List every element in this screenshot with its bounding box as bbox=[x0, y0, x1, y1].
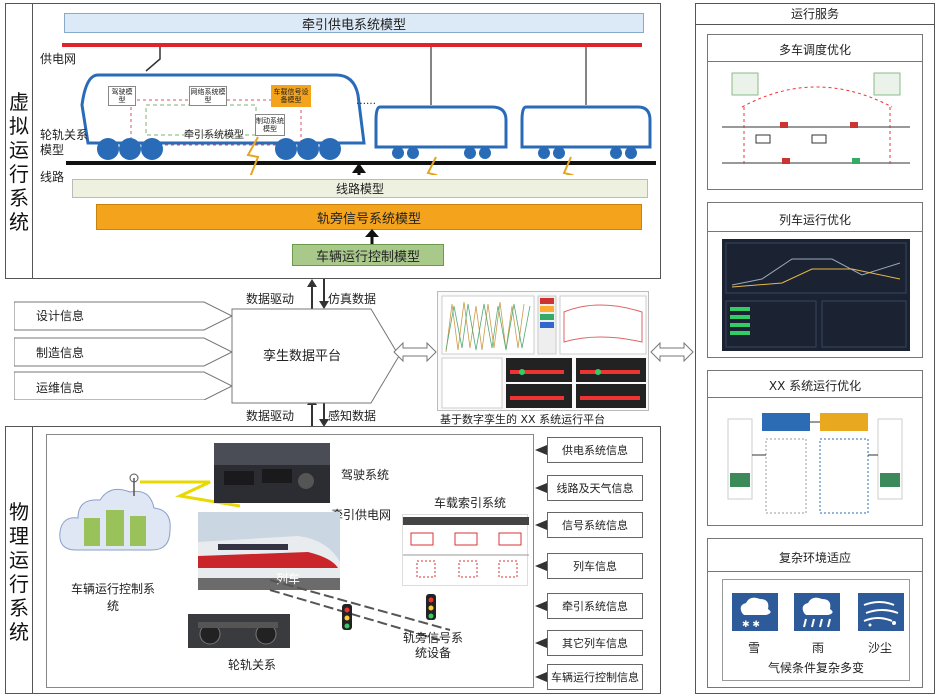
platform-screenshot-art bbox=[441, 295, 647, 409]
power-grid-label: 供电网 bbox=[40, 52, 77, 66]
info-other-trains: 其它列车信息 bbox=[547, 630, 643, 656]
complex-env-title-rule bbox=[708, 571, 922, 572]
wheel-rail-photo bbox=[188, 614, 290, 648]
input-design-info: 设计信息 bbox=[36, 309, 85, 323]
train-opt-screen bbox=[722, 239, 910, 351]
traction-model-label: 牵引系统模型 bbox=[184, 129, 244, 141]
network-model-box: 网络系统模型 bbox=[189, 86, 227, 106]
rain-icon-art bbox=[802, 597, 833, 628]
train-photo bbox=[198, 512, 340, 590]
wheel-rail-model-label: 轮轨关系模型 bbox=[40, 128, 89, 157]
train-opt-title: 列车运行优化 bbox=[778, 213, 851, 227]
train-label: 列车 bbox=[276, 572, 301, 586]
onboard-signal-model-box: 车载信号设备模型 bbox=[271, 85, 311, 107]
wheel-rail-label: 轮轨关系 bbox=[228, 658, 277, 672]
driving-cab-art bbox=[214, 443, 330, 489]
xx-opt-title: XX 系统运行优化 bbox=[768, 379, 862, 393]
control-to-signal-arrow bbox=[365, 229, 379, 245]
multi-train-card: 多车调度优化 bbox=[707, 34, 923, 190]
train-opt-screen-art bbox=[725, 242, 907, 348]
wheel-rail-art bbox=[198, 622, 278, 645]
info-line-weather: 线路及天气信息 bbox=[547, 475, 643, 501]
driving-cab-photo bbox=[214, 443, 330, 503]
sandstorm-label: 沙尘 bbox=[868, 641, 893, 655]
platform-screenshot bbox=[437, 291, 649, 411]
vehicle-control-system-label: 车辆运行控制系统 bbox=[70, 582, 155, 613]
xx-opt-diagram bbox=[727, 413, 903, 514]
input-maintenance-info: 运维信息 bbox=[36, 381, 85, 395]
sense-data-label: 感知数据 bbox=[328, 409, 377, 423]
cloud-control-center bbox=[59, 473, 171, 551]
data-drive-bottom-label: 数据驱动 bbox=[246, 409, 295, 423]
physical-inner-frame bbox=[46, 434, 534, 688]
weather-caption: 气候条件复杂多变 bbox=[767, 661, 864, 675]
input-manufacturing-info: 制造信息 bbox=[36, 346, 85, 360]
physical-system-title: 物理运行系统 bbox=[9, 500, 29, 644]
onboard-traction-diagram bbox=[402, 514, 529, 586]
xx-opt-card: XX 系统运行优化 bbox=[707, 370, 923, 526]
service-double-arrow bbox=[650, 341, 694, 363]
snow-icon: ✱ ✱ bbox=[732, 593, 778, 631]
platform-double-arrow bbox=[393, 341, 437, 363]
train-opt-title-rule bbox=[708, 231, 922, 232]
wayside-signal-model: 轨旁信号系统模型 bbox=[96, 204, 642, 230]
track-and-signals bbox=[269, 579, 451, 641]
services-header: 运行服务 bbox=[695, 5, 935, 25]
xx-opt-title-rule bbox=[708, 397, 922, 398]
more-cars-dots: …… bbox=[356, 96, 376, 107]
info-signal-system: 信号系统信息 bbox=[547, 512, 643, 538]
driving-system-label: 驾驶系统 bbox=[341, 468, 390, 482]
rain-label: 雨 bbox=[812, 641, 825, 655]
virtual-system-title: 虚拟运行系统 bbox=[9, 90, 29, 234]
traction-power-model: 牵引供电系统模型 bbox=[64, 13, 644, 33]
twin-platform-shape bbox=[231, 308, 400, 404]
sim-data-label: 仿真数据 bbox=[328, 292, 377, 306]
info-power-supply: 供电系统信息 bbox=[547, 437, 643, 463]
svg-text:✱ ✱: ✱ ✱ bbox=[742, 620, 760, 630]
multi-train-title-rule bbox=[708, 61, 922, 62]
input-arrows bbox=[14, 301, 234, 400]
wireless-link bbox=[140, 480, 240, 508]
train-opt-card: 列车运行优化 bbox=[707, 202, 923, 358]
physical-title-bar bbox=[5, 426, 33, 694]
data-drive-top-label: 数据驱动 bbox=[246, 292, 295, 306]
rain-icon bbox=[794, 593, 840, 631]
platform-caption: 基于数字孪生的 XX 系统运行平台 bbox=[440, 413, 606, 426]
line-model: 线路模型 bbox=[72, 179, 648, 198]
twin-data-platform: 孪生数据平台 bbox=[262, 348, 341, 364]
weather-frame bbox=[722, 579, 910, 681]
multi-train-diagram bbox=[722, 72, 910, 167]
info-vehicle-control: 车辆运行控制信息 bbox=[547, 664, 643, 690]
info-arrows bbox=[535, 445, 547, 682]
info-train: 列车信息 bbox=[547, 553, 643, 579]
brake-model-box: 制动系统模型 bbox=[255, 114, 285, 136]
onboard-traction-art bbox=[403, 517, 529, 578]
multi-train-title: 多车调度优化 bbox=[778, 43, 851, 57]
power-grid-line bbox=[62, 43, 642, 47]
complex-env-title: 复杂环境适应 bbox=[778, 551, 851, 565]
train-photo-art bbox=[198, 536, 340, 590]
snow-icon-art: ✱ ✱ bbox=[740, 597, 771, 630]
data-flow-arrows bbox=[307, 279, 329, 427]
onboard-traction-label: 车载索引系统 bbox=[434, 496, 507, 510]
sandstorm-icon-art bbox=[863, 601, 899, 627]
complex-env-card: 复杂环境适应 ✱ ✱ 雪 雨 沙尘 气候条件复杂多变 bbox=[707, 538, 923, 688]
line-label: 线路 bbox=[40, 170, 65, 184]
traction-grid-label: 牵引供电网 bbox=[331, 508, 392, 522]
virtual-title-bar bbox=[5, 3, 33, 279]
snow-label: 雪 bbox=[748, 641, 761, 655]
driving-model-box: 驾驶模型 bbox=[108, 86, 136, 106]
sandstorm-icon bbox=[858, 593, 904, 631]
info-traction-system: 牵引系统信息 bbox=[547, 593, 643, 619]
vehicle-control-model: 车辆运行控制模型 bbox=[292, 244, 444, 266]
virtual-train-drawing bbox=[66, 47, 656, 175]
wayside-signal-device-label: 轨旁信号系统设备 bbox=[402, 631, 463, 660]
